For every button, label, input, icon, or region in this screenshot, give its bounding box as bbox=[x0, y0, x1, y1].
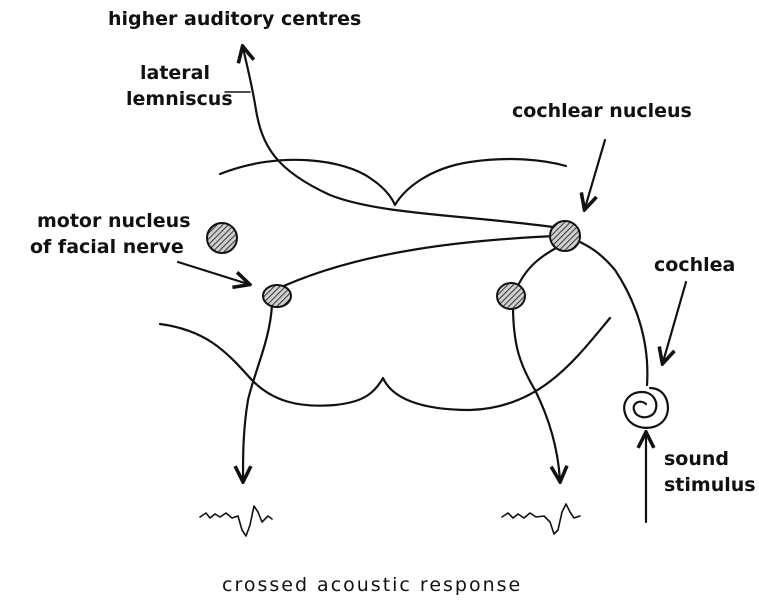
cochlear-nucleus-body bbox=[550, 221, 580, 251]
motor-nucleus-pointer bbox=[178, 262, 248, 284]
cochlea-pointer bbox=[663, 282, 686, 362]
label-higher-auditory-centres: higher auditory centres bbox=[108, 6, 361, 32]
cochlear-nucleus-pointer bbox=[585, 140, 605, 208]
label-cochlea: cochlea bbox=[654, 252, 735, 278]
label-motor-line1: motor nucleus bbox=[37, 208, 191, 234]
label-sound-stimulus: sound stimulus bbox=[664, 446, 756, 498]
label-lateral-line1: lateral bbox=[140, 60, 233, 86]
label-sound-line1: sound bbox=[664, 446, 756, 472]
cochlea-spiral bbox=[624, 388, 668, 428]
right-facial-nucleus-body bbox=[497, 283, 525, 309]
left-facial-nucleus-body bbox=[263, 285, 291, 307]
label-lateral-line2: lemniscus bbox=[126, 86, 233, 112]
unlabeled-nucleus bbox=[207, 223, 237, 253]
label-cochlear-nucleus: cochlear nucleus bbox=[512, 98, 692, 124]
brainstem-upper-outline bbox=[220, 159, 566, 205]
crossed-pathway bbox=[275, 236, 555, 290]
diagram-caption: crossed acoustic response bbox=[222, 572, 522, 598]
label-motor-nucleus: motor nucleus of facial nerve bbox=[30, 208, 191, 260]
label-motor-line2: of facial nerve bbox=[30, 234, 191, 260]
left-response-waveform bbox=[200, 506, 272, 536]
brainstem-lower-outline bbox=[160, 318, 610, 410]
cochlear-nerve bbox=[580, 242, 647, 385]
right-response-waveform bbox=[502, 504, 580, 534]
right-efferent-fiber bbox=[513, 305, 560, 480]
label-lateral-lemniscus: lateral lemniscus bbox=[140, 60, 233, 112]
lateral-lemniscus-pathway bbox=[243, 48, 560, 228]
label-sound-line2: stimulus bbox=[664, 472, 756, 498]
